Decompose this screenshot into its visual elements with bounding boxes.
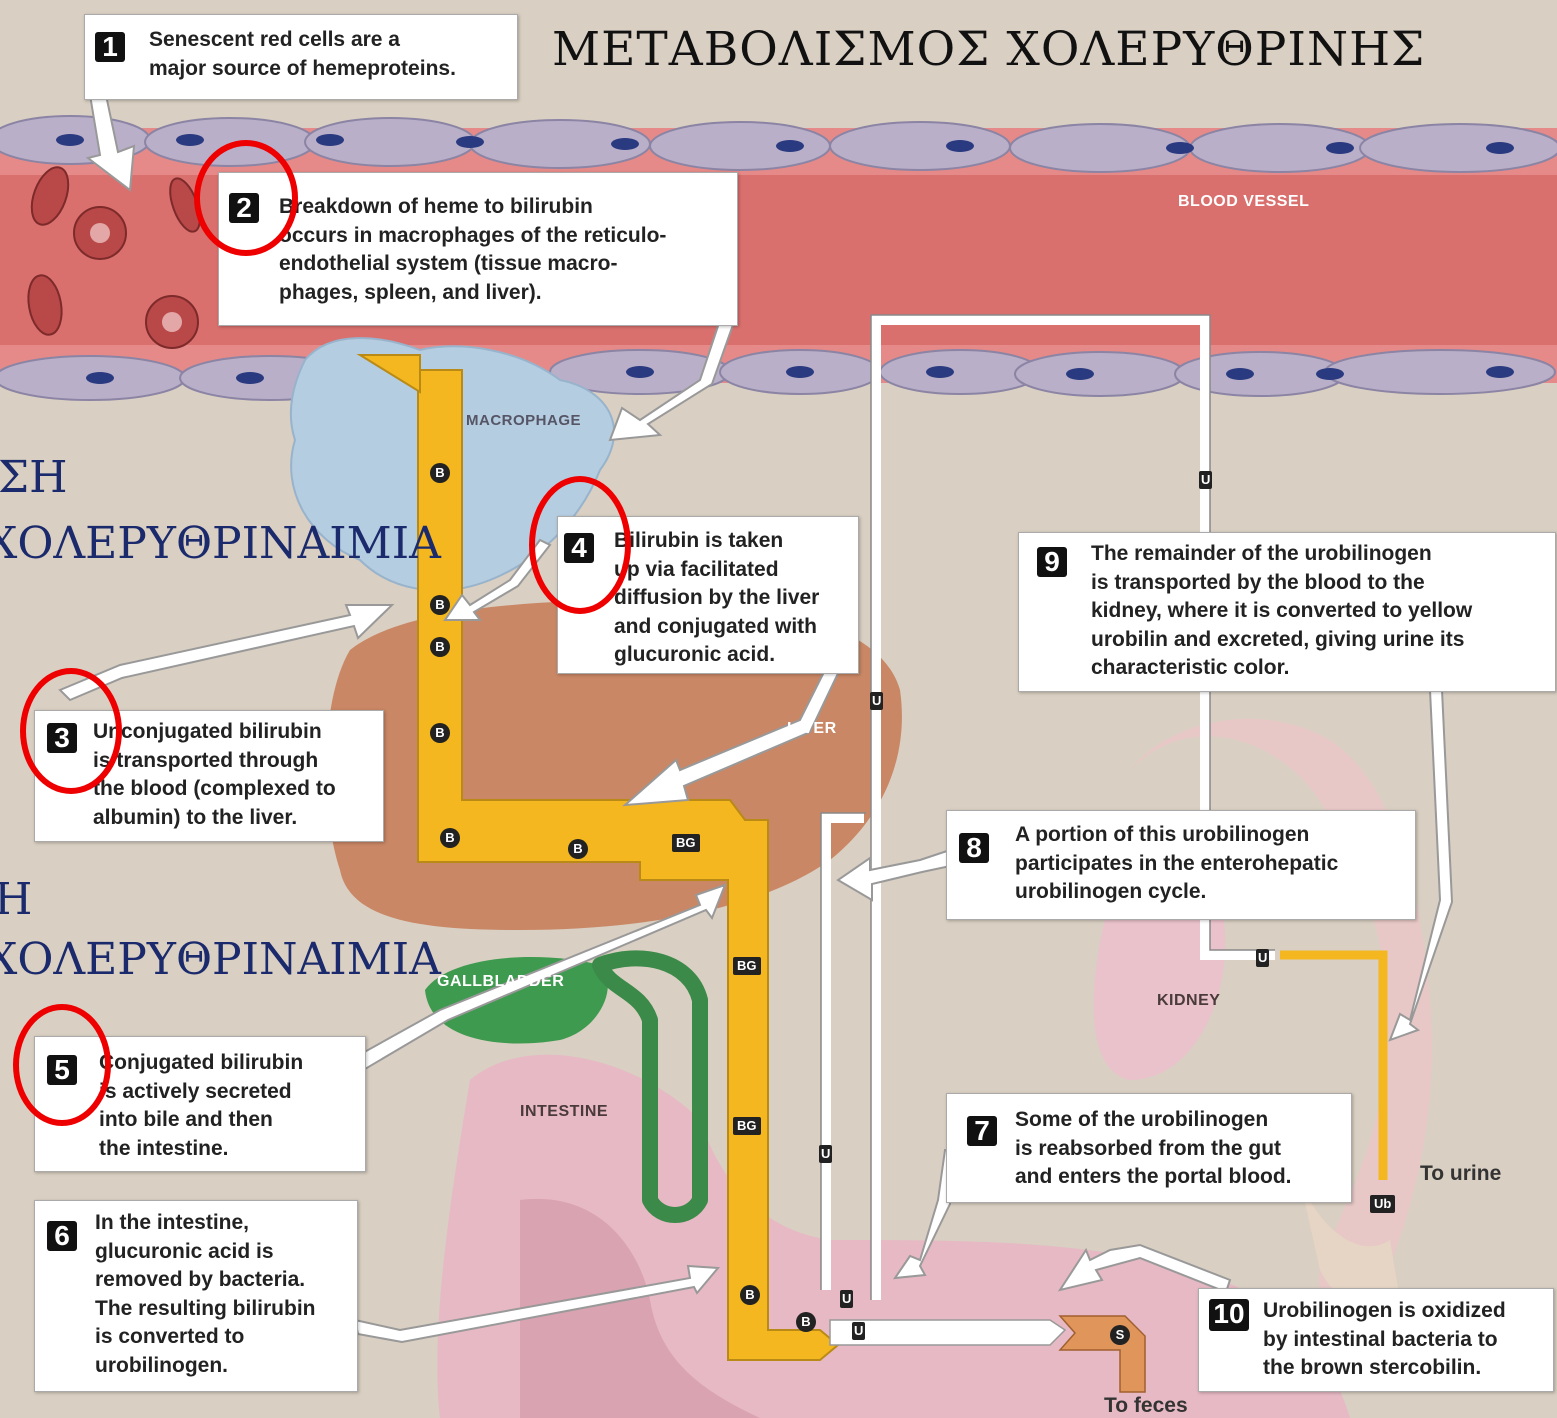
bilirubin-glucuronide-marker: BG bbox=[733, 1117, 761, 1135]
annotation-circle-step-4 bbox=[529, 476, 631, 614]
step-8-number: 8 bbox=[959, 833, 989, 863]
step-8-box: 8 A portion of this urobilinogen partici… bbox=[946, 810, 1416, 920]
bilirubin-marker: B bbox=[796, 1312, 816, 1332]
macrophage-label: MACROPHAGE bbox=[466, 412, 581, 429]
side-text-line1: ΣΗ bbox=[0, 452, 67, 503]
side-text-line3: Η bbox=[0, 874, 32, 925]
urobilinogen-marker: U bbox=[870, 692, 883, 710]
urobilinogen-marker: U bbox=[840, 1290, 853, 1308]
step-3-text: Unconjugated bilirubin is transported th… bbox=[93, 718, 336, 832]
kidney-label: KIDNEY bbox=[1157, 992, 1220, 1010]
intestine-label: INTESTINE bbox=[520, 1103, 608, 1121]
step-1-text: Senescent red cells are a major source o… bbox=[149, 26, 456, 83]
urobilinogen-marker: U bbox=[852, 1322, 865, 1340]
annotation-circle-step-5 bbox=[13, 1004, 111, 1126]
gallbladder-label: GALLBLADDER bbox=[437, 973, 564, 991]
bilirubin-marker: B bbox=[568, 839, 588, 859]
step-8-text: A portion of this urobilinogen participa… bbox=[1015, 821, 1338, 907]
stercobilin-marker: S bbox=[1110, 1325, 1130, 1345]
step-10-text: Urobilinogen is oxidized by intestinal b… bbox=[1263, 1297, 1506, 1383]
urobilinogen-marker: U bbox=[1256, 949, 1269, 967]
step-5-text: Conjugated bilirubin is actively secrete… bbox=[99, 1049, 303, 1163]
bilirubin-marker: B bbox=[740, 1285, 760, 1305]
side-text-line4: ΧΟΛΕΡΥΘΡΙΝΑΙΜΙΑ bbox=[0, 934, 441, 985]
step-6-number: 6 bbox=[47, 1221, 77, 1251]
bilirubin-marker: B bbox=[440, 828, 460, 848]
urobilin-marker: Ub bbox=[1370, 1195, 1395, 1213]
step-6-text: In the intestine, glucuronic acid is rem… bbox=[95, 1209, 316, 1380]
step-10-box: 10 Urobilinogen is oxidized by intestina… bbox=[1198, 1288, 1554, 1392]
bilirubin-marker: B bbox=[430, 637, 450, 657]
step-2-text: Breakdown of heme to bilirubin occurs in… bbox=[279, 193, 666, 307]
step-7-number: 7 bbox=[967, 1116, 997, 1146]
step-4-text: Bilirubin is taken up via facilitated di… bbox=[614, 527, 819, 670]
bilirubin-glucuronide-marker: BG bbox=[672, 834, 700, 852]
page-title: ΜΕΤΑΒΟΛΙΣΜΟΣ ΧΟΛΕΡΥΘΡΙΝΗΣ bbox=[552, 22, 1425, 77]
to-feces-label: To feces bbox=[1104, 1394, 1188, 1418]
side-text-line2: ΧΟΛΕΡΥΘΡΙΝΑΙΜΙΑ bbox=[0, 518, 441, 569]
step-6-box: 6 In the intestine, glucuronic acid is r… bbox=[34, 1200, 358, 1392]
liver-label: LIVER bbox=[787, 720, 837, 738]
bilirubin-marker: B bbox=[430, 595, 450, 615]
urobilinogen-marker: U bbox=[1199, 471, 1212, 489]
annotation-circle-step-3 bbox=[20, 668, 122, 794]
blood-vessel-label: BLOOD VESSEL bbox=[1178, 193, 1309, 211]
bilirubin-glucuronide-marker: BG bbox=[733, 957, 761, 975]
annotation-circle-step-2 bbox=[194, 140, 298, 256]
urobilinogen-marker: U bbox=[819, 1145, 832, 1163]
step-1-box: 1 Senescent red cells are a major source… bbox=[84, 14, 518, 100]
bilirubin-marker: B bbox=[430, 463, 450, 483]
step-9-number: 9 bbox=[1037, 547, 1067, 577]
step-9-box: 9 The remainder of the urobilinogen is t… bbox=[1018, 532, 1556, 692]
to-urine-label: To urine bbox=[1420, 1162, 1501, 1186]
step-10-number: 10 bbox=[1209, 1299, 1249, 1331]
step-7-box: 7 Some of the urobilinogen is reabsorbed… bbox=[946, 1093, 1352, 1203]
step-7-text: Some of the urobilinogen is reabsorbed f… bbox=[1015, 1106, 1292, 1192]
bilirubin-marker: B bbox=[430, 723, 450, 743]
step-1-number: 1 bbox=[95, 32, 125, 62]
step-9-text: The remainder of the urobilinogen is tra… bbox=[1091, 540, 1472, 683]
